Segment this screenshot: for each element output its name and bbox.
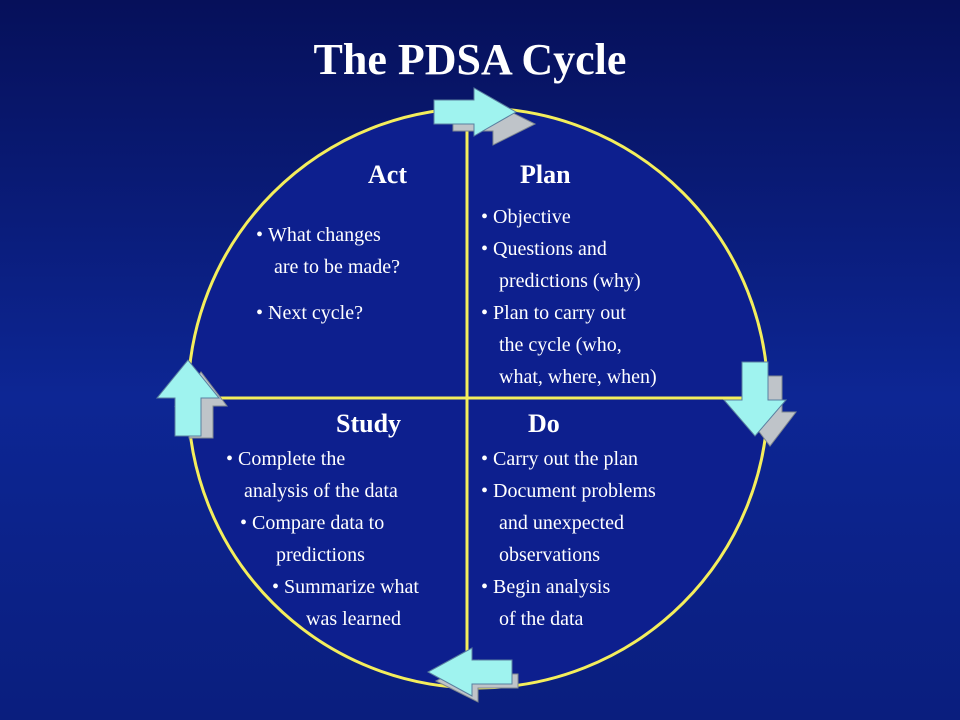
list-item: What changes (256, 219, 400, 251)
list-item: and unexpected (499, 512, 624, 534)
plan-list: Objective Questions and predictions (why… (481, 201, 657, 393)
list-item: what, where, when) (499, 366, 657, 388)
list-item: of the data (499, 608, 584, 630)
list-item: Summarize what (226, 571, 419, 603)
plan-heading: Plan (520, 160, 571, 189)
study-list: Complete the analysis of the data Compar… (226, 443, 419, 635)
page-title: The PDSA Cycle (313, 35, 627, 84)
list-item: Questions and (481, 233, 657, 265)
list-item: the cycle (who, (499, 334, 622, 356)
list-item: was learned (306, 608, 401, 630)
list-item: Plan to carry out (481, 297, 657, 329)
study-heading: Study (336, 409, 402, 438)
arrow-right-icon (433, 87, 537, 146)
list-item: Document problems (481, 475, 656, 507)
list-item: predictions (276, 544, 365, 566)
list-item: Carry out the plan (481, 443, 656, 475)
list-item: are to be made? (274, 256, 401, 278)
list-item: Compare data to (226, 507, 419, 539)
list-item: Complete the (226, 443, 419, 475)
arrow-up-icon (155, 359, 229, 439)
arrow-down-icon (722, 361, 798, 447)
do-heading: Do (528, 409, 560, 438)
act-heading: Act (368, 160, 407, 189)
list-item: Next cycle? (256, 297, 400, 329)
do-list: Carry out the plan Document problems and… (481, 443, 656, 635)
list-item: Objective (481, 201, 657, 233)
arrow-left-icon (426, 647, 519, 703)
list-item: predictions (why) (499, 270, 641, 292)
act-list: What changes are to be made? Next cycle? (256, 219, 400, 329)
list-item: analysis of the data (244, 480, 398, 502)
list-item: observations (499, 544, 601, 566)
list-item: Begin analysis (481, 571, 656, 603)
